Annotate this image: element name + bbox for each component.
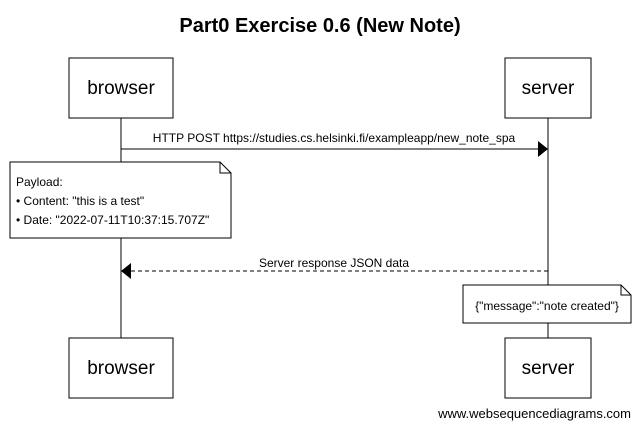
footer-watermark[interactable]: www.websequencediagrams.com [437, 406, 631, 421]
message-http-post-arrowhead [538, 141, 548, 157]
participant-browser-top: browser [68, 57, 174, 119]
diagram-title: Part0 Exercise 0.6 (New Note) [179, 15, 460, 37]
participant-browser-bottom: browser [68, 337, 174, 399]
note-payload-line-2: • Content: "this is a test" [16, 194, 144, 208]
participant-browser-bottom-label: browser [87, 358, 155, 379]
participant-server-bottom-label: server [522, 358, 575, 379]
participant-server-top: server [504, 57, 592, 119]
note-payload: Payload: • Content: "this is a test" • D… [9, 161, 232, 239]
participant-server-bottom: server [504, 337, 592, 399]
participant-browser-label: browser [87, 78, 155, 99]
message-http-post: HTTP POST https://studies.cs.helsinki.fi… [121, 131, 548, 157]
message-json-response-arrowhead [121, 263, 131, 279]
note-server-response-line-1: {"message":"note created"} [475, 299, 619, 313]
note-payload-line-3: • Date: "2022-07-11T10:37:15.707Z" [16, 213, 209, 227]
message-json-response-label: Server response JSON data [259, 256, 409, 270]
participant-server-label: server [522, 78, 575, 99]
note-payload-line-1: Payload: [16, 175, 63, 189]
message-http-post-label: HTTP POST https://studies.cs.helsinki.fi… [153, 131, 516, 145]
message-json-response: Server response JSON data [121, 256, 548, 279]
note-server-response: {"message":"note created"} [462, 284, 632, 324]
